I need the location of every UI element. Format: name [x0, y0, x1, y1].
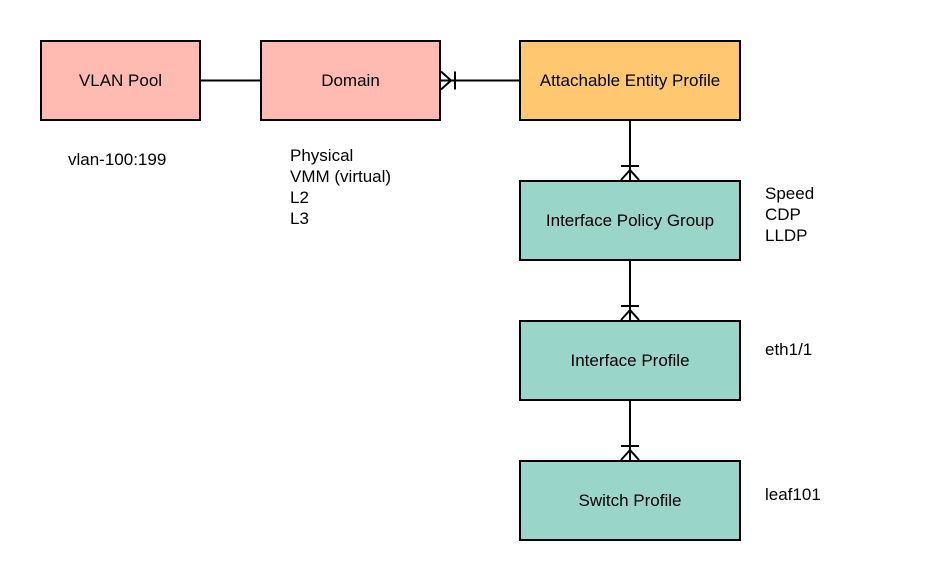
interface-policy-group-box[interactable]: Interface Policy Group	[519, 180, 741, 261]
switch-node-text: leaf101	[765, 485, 821, 504]
vlan-pool-label: VLAN Pool	[78, 70, 163, 90]
interface-profile-box[interactable]: Interface Profile	[519, 320, 741, 401]
attachable-entity-profile-box[interactable]: Attachable Entity Profile	[519, 40, 741, 121]
connector-aep-ipg-foot-right	[629, 169, 640, 181]
domain-box[interactable]: Domain	[260, 40, 441, 121]
interface-port-text: eth1/1	[765, 340, 813, 359]
vlan-pool-note: vlan-100:199	[68, 149, 166, 170]
domain-type-l2: L2	[290, 188, 309, 207]
domain-type-l3: L3	[290, 209, 309, 228]
connector-aep-domain-foot-lower	[440, 79, 452, 91]
interface-policy-group-label: Interface Policy Group	[545, 210, 715, 230]
ipg-note: Speed CDP LLDP	[765, 183, 814, 246]
connector-aep-ipg-foot-left	[620, 169, 631, 181]
vlan-range-text: vlan-100:199	[68, 150, 167, 169]
switch-profile-note: leaf101	[765, 484, 821, 505]
attachable-entity-profile-label: Attachable Entity Profile	[539, 70, 721, 90]
vlan-pool-box[interactable]: VLAN Pool	[40, 40, 201, 121]
domain-type-physical: Physical	[290, 146, 354, 165]
interface-profile-note: eth1/1	[765, 339, 812, 360]
connector-ipg-interface-profile-foot-right	[629, 309, 640, 321]
ipg-setting-cdp: CDP	[765, 205, 801, 224]
domain-label: Domain	[321, 70, 380, 90]
connectors	[201, 70, 640, 461]
switch-profile-label: Switch Profile	[578, 490, 682, 510]
domain-type-vmm: VMM (virtual)	[290, 167, 392, 186]
interface-profile-label: Interface Profile	[570, 350, 690, 370]
connector-aep-domain-foot-upper	[440, 70, 452, 82]
ipg-setting-lldp: LLDP	[765, 226, 808, 245]
switch-profile-box[interactable]: Switch Profile	[519, 460, 741, 541]
domain-note: Physical VMM (virtual) L2 L3	[290, 145, 391, 229]
connector-ipg-interface-profile-foot-left	[620, 309, 631, 321]
connector-interface-profile-switch-profile-foot-left	[620, 449, 631, 461]
ipg-setting-speed: Speed	[765, 184, 815, 203]
connector-interface-profile-switch-profile-foot-right	[629, 449, 640, 461]
